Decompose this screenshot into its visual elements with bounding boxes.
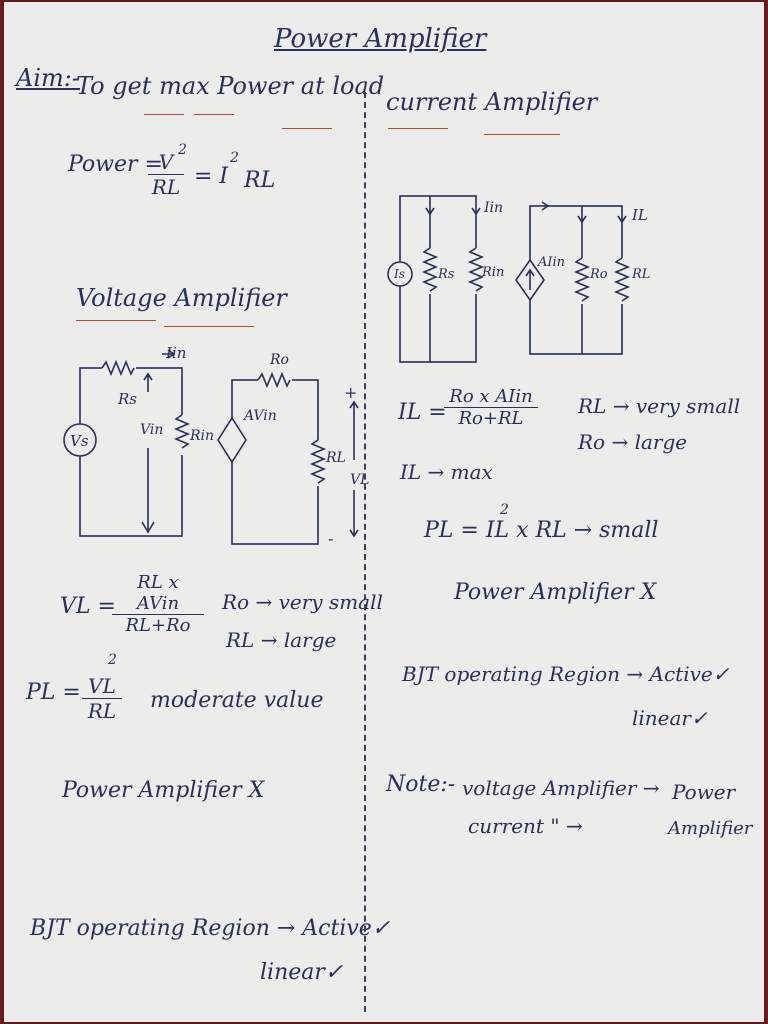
power-exponent: 2 <box>178 142 187 158</box>
rs-resistor <box>421 247 439 292</box>
pl-lhs: PL = <box>26 680 81 705</box>
vs-source <box>63 423 97 457</box>
iin-label: Iin <box>165 344 186 362</box>
plus-label: + <box>344 383 357 402</box>
voltage-bjt-linear: linear✓ <box>260 960 344 985</box>
vl-numerator: RL x AVin <box>112 572 204 615</box>
pl-fraction: VL RL <box>82 674 122 723</box>
note-right-1: Power <box>672 780 736 804</box>
il-condition-2: Ro → large <box>578 430 688 454</box>
underline-mark <box>484 134 560 135</box>
pl-exponent: 2 <box>108 652 117 668</box>
voltage-bjt-region: BJT operating Region → Active✓ <box>30 916 391 941</box>
il-condition-1: RL → very small <box>578 394 741 418</box>
underline-mark <box>76 320 156 321</box>
rin-label: Rin <box>481 265 504 280</box>
underline-mark <box>144 114 184 115</box>
vs-label: Vs <box>70 432 89 450</box>
is-label: Is <box>393 267 405 281</box>
power-lhs: Power = <box>68 152 163 177</box>
vl-lhs: VL = <box>60 594 116 619</box>
is-source <box>387 261 413 287</box>
il-denominator: Ro+RL <box>458 408 524 429</box>
power-numerator: V <box>148 150 184 175</box>
vl-label: VL <box>350 472 369 488</box>
page-title: Power Amplifier <box>274 24 487 54</box>
power-denominator: RL <box>151 175 181 199</box>
rl-label: RL <box>631 267 650 282</box>
ro-label: Ro <box>589 267 608 282</box>
power-fraction: V RL <box>148 150 184 199</box>
aiin-label: AIin <box>537 255 565 270</box>
iin-label: Iin <box>483 200 503 216</box>
current-amp-heading: current Amplifier <box>386 88 598 116</box>
dependent-voltage-source <box>217 416 247 464</box>
pl-denominator: RL <box>87 699 117 723</box>
rin-resistor <box>173 414 191 449</box>
ro-resistor <box>573 257 591 302</box>
note-line-2: current " → <box>468 814 583 838</box>
pl-exponent-current: 2 <box>500 502 509 518</box>
aim-label: Aim:- <box>16 64 80 92</box>
rl-label: RL <box>325 450 346 466</box>
aim-text: To get max Power at load <box>76 72 385 100</box>
notebook-page: Power Amplifier Aim:- To get max Power a… <box>4 2 764 1022</box>
current-verdict: Power Amplifier X <box>454 580 657 605</box>
rl-resistor <box>309 439 327 484</box>
current-bjt-region: BJT operating Region → Active✓ <box>402 662 730 686</box>
minus-label: - <box>328 529 333 548</box>
power-rhs: = I <box>194 164 229 189</box>
vl-condition-2: RL → large <box>226 628 337 652</box>
ro-label: Ro <box>269 352 289 368</box>
note-right-2: Amplifier <box>668 818 753 839</box>
il-fraction: Ro x AIin Ro+RL <box>444 386 538 429</box>
il-max: IL → max <box>400 460 493 484</box>
pl-numerator: VL <box>82 674 122 699</box>
il-label: IL <box>631 206 648 224</box>
pl-note: moderate value <box>150 688 324 713</box>
rin-resistor <box>467 247 485 292</box>
il-numerator: Ro x AIin <box>444 386 538 408</box>
rl-resistor <box>613 257 631 302</box>
underline-mark <box>282 128 332 129</box>
rin-label: Rin <box>189 428 214 444</box>
power-rhs-exponent: 2 <box>230 150 239 166</box>
vl-condition-1: Ro → very small <box>222 590 383 614</box>
voltage-amplifier-circuit: Iin Rs Vs Vin Rin Ro AVin RL VL + - <box>63 344 369 548</box>
vin-label: Vin <box>140 422 163 438</box>
note-label: Note:- <box>386 772 456 797</box>
voltage-amp-heading: Voltage Amplifier <box>76 284 287 312</box>
pl-current: PL = IL x RL → small <box>424 518 659 543</box>
current-bjt-linear: linear✓ <box>632 706 708 730</box>
vl-fraction: RL x AVin RL+Ro <box>112 572 204 636</box>
column-divider <box>364 92 366 1012</box>
underline-mark <box>194 114 234 115</box>
il-lhs: IL = <box>398 400 447 425</box>
ro-resistor <box>257 371 291 389</box>
vl-denominator: RL+Ro <box>125 615 191 636</box>
rs-resistor <box>101 359 135 377</box>
note-line-1: voltage Amplifier → <box>462 776 660 800</box>
power-rhs-tail: RL <box>244 168 276 193</box>
current-amplifier-circuit: Iin Is Rs Rin AIin Ro RL IL <box>387 195 650 363</box>
voltage-verdict: Power Amplifier X <box>62 778 265 803</box>
underline-mark <box>388 128 448 129</box>
rs-label: Rs <box>117 390 137 408</box>
rs-label: Rs <box>437 267 455 282</box>
underline-mark <box>164 326 254 327</box>
avin-label: AVin <box>242 408 277 424</box>
